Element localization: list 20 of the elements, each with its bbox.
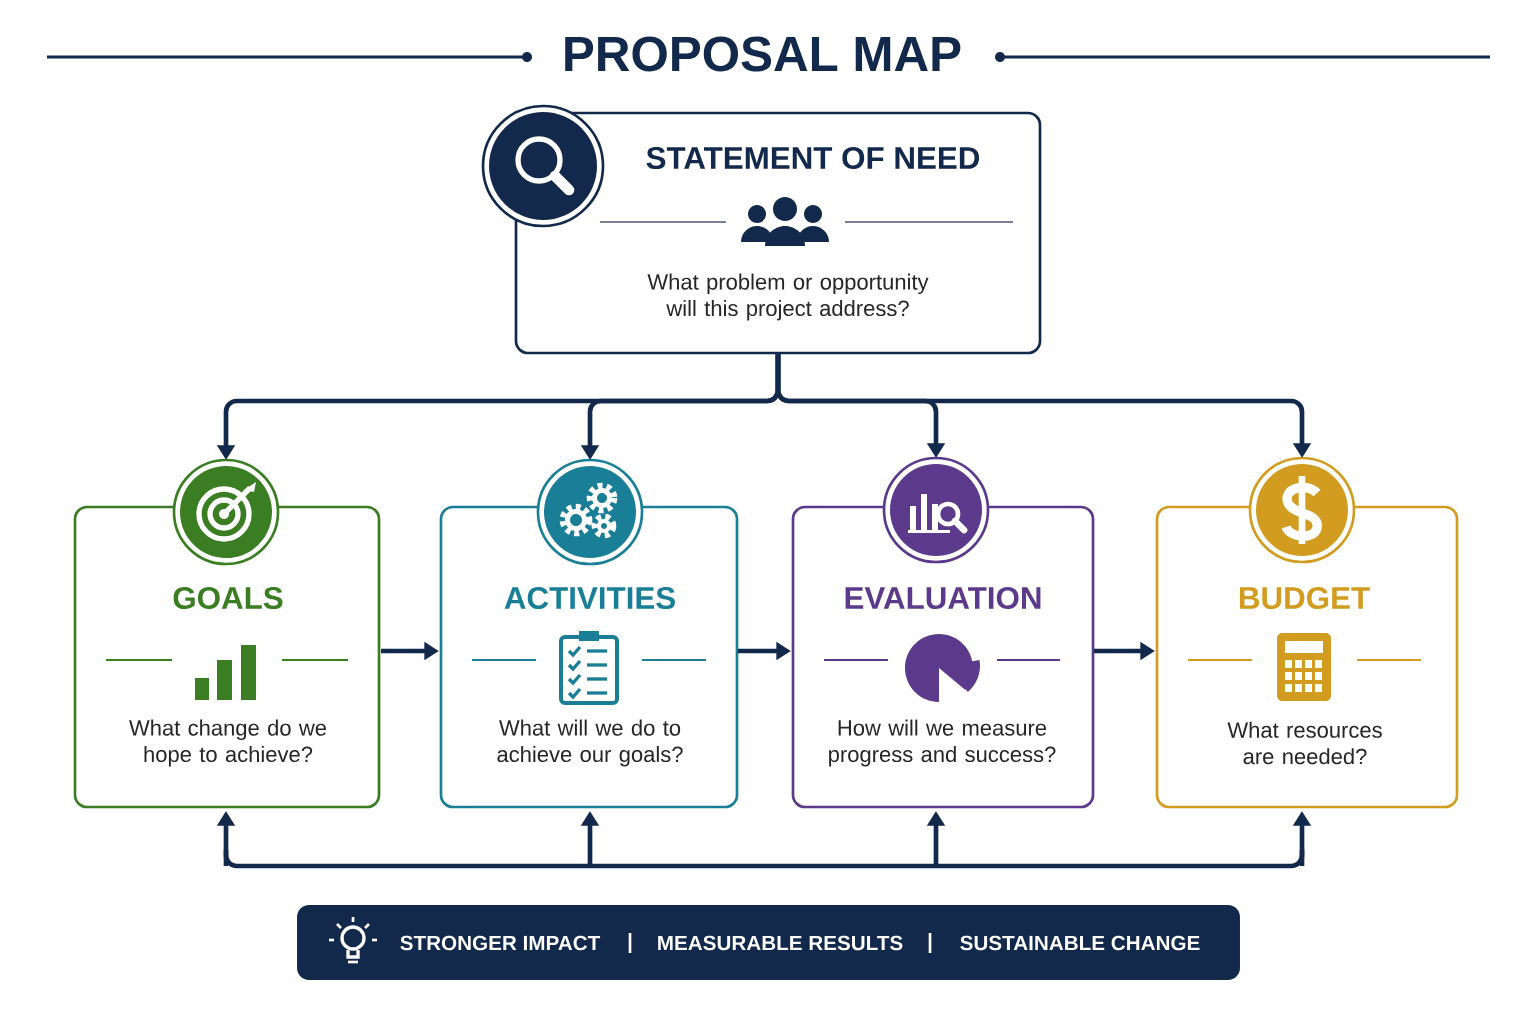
title: PROPOSAL MAP <box>565 36 961 72</box>
question-text: What problem or opportunity will this project address? <box>647 273 929 321</box>
card-heading: ACTIVITIES <box>504 586 675 610</box>
banner-text: STRONGER IMPACT <box>400 935 601 951</box>
card-heading: STATEMENT OF NEED <box>646 146 980 170</box>
card-heading: BUDGET <box>1239 586 1370 610</box>
card-heading: GOALS <box>173 586 283 610</box>
need-card <box>481 104 1042 355</box>
question-text: What will we do to achieve our goals? <box>497 719 683 767</box>
banner-text: SUSTAINABLE CHANGE <box>960 935 1200 951</box>
card-heading: EVALUATION <box>845 586 1041 610</box>
summary-banner <box>297 905 1240 980</box>
question-text: What resources are needed? <box>1227 721 1382 765</box>
activities-card <box>439 458 739 809</box>
goals-card <box>73 458 381 809</box>
evaluation-card <box>791 456 1095 809</box>
question-text: What change do we hope to achieve? <box>129 719 327 767</box>
budget-card <box>1155 456 1459 809</box>
banner-text: MEASURABLE RESULTS <box>658 935 903 951</box>
question-text: How will we measure progress and success? <box>829 719 1056 767</box>
